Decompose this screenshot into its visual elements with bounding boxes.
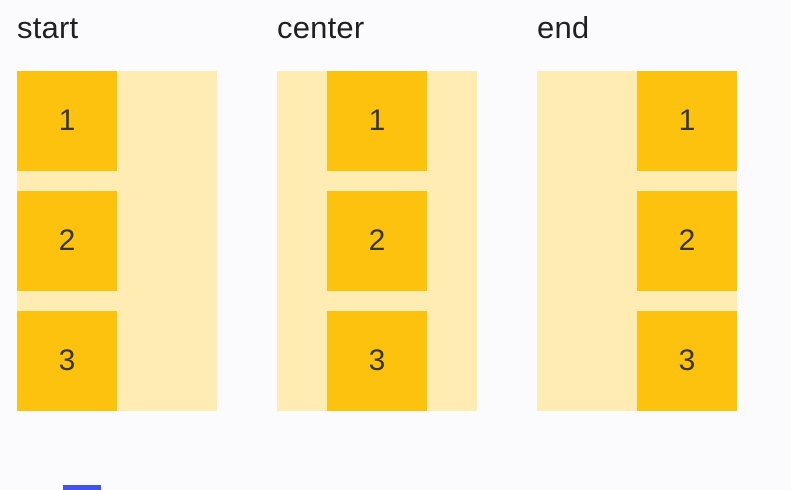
flex-container-end: 1 2 3 (537, 71, 737, 411)
alignment-label-end: end (537, 10, 590, 45)
flex-item: 1 (637, 71, 737, 171)
examples-row: start 1 2 3 center 1 2 3 end 1 2 3 (17, 8, 737, 411)
example-column-center: center 1 2 3 (277, 8, 477, 411)
alignment-label-start: start (17, 10, 79, 45)
flex-container-center: 1 2 3 (277, 71, 477, 411)
flex-item: 2 (17, 191, 117, 291)
flex-item: 3 (327, 311, 427, 411)
horizontal-scrollbar-thumb[interactable] (63, 485, 101, 490)
flex-item: 2 (327, 191, 427, 291)
flex-container-start: 1 2 3 (17, 71, 217, 411)
flex-item: 1 (327, 71, 427, 171)
flex-item: 1 (17, 71, 117, 171)
flex-item: 3 (17, 311, 117, 411)
flex-item: 2 (637, 191, 737, 291)
example-column-end: end 1 2 3 (537, 8, 737, 411)
alignment-label-center: center (277, 10, 365, 45)
flex-item: 3 (637, 311, 737, 411)
example-column-start: start 1 2 3 (17, 8, 217, 411)
